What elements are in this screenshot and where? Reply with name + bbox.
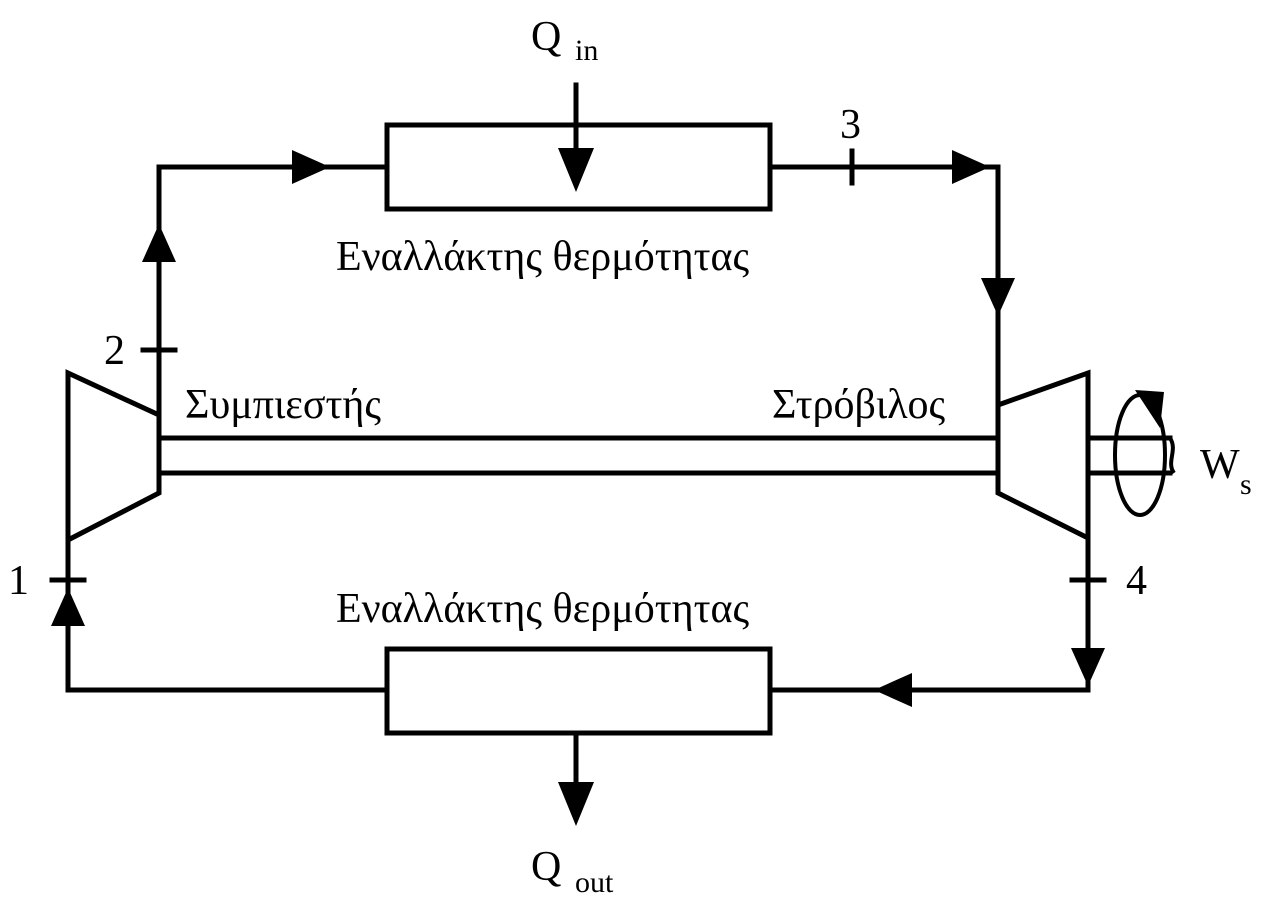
arrow-down-turbine-inlet: [981, 278, 1015, 316]
arrow-left-bottom: [874, 673, 912, 707]
heat-out-subscript: out: [575, 866, 614, 899]
arrow-up-compressor-outlet: [142, 224, 176, 262]
compressor-label: Συμπιεστής: [185, 382, 381, 428]
compressor-shape: [65, 369, 162, 545]
arrow-up-compressor-inlet: [51, 588, 85, 626]
arrow-top-right: [292, 150, 330, 184]
heat-exchanger-bottom-box: [384, 646, 773, 736]
heat-out-arrow-head: [558, 782, 594, 826]
state-4-label: 4: [1126, 558, 1147, 604]
heat-exchanger-top-label: Εναλλάκτης θερμότητας: [336, 234, 749, 280]
arrow-top-to-turbine: [952, 150, 990, 184]
heat-in-arrow-head: [558, 148, 594, 192]
rotation-arrow-head: [1135, 390, 1164, 428]
flow-line-4-to-hx: [767, 535, 1091, 693]
heat-in-label: Q: [531, 14, 561, 60]
work-subscript: s: [1240, 468, 1252, 501]
work-label: W: [1200, 442, 1240, 488]
turbine-shape: [995, 369, 1091, 543]
flow-line-hx-to-3: [767, 164, 1001, 408]
flow-line-2-to-hx: [156, 164, 390, 418]
state-3-label: 3: [840, 102, 861, 148]
state-2-label: 2: [104, 328, 125, 374]
output-shaft-end: [1168, 436, 1176, 475]
heat-in-subscript: in: [575, 34, 598, 67]
arrow-down-turbine-outlet: [1071, 648, 1105, 686]
heat-exchanger-bottom-label: Εναλλάκτης θερμότητας: [336, 586, 749, 632]
turbine-label: Στρόβιλος: [772, 382, 946, 428]
state-1-label: 1: [8, 558, 29, 604]
heat-out-label: Q: [531, 844, 561, 890]
